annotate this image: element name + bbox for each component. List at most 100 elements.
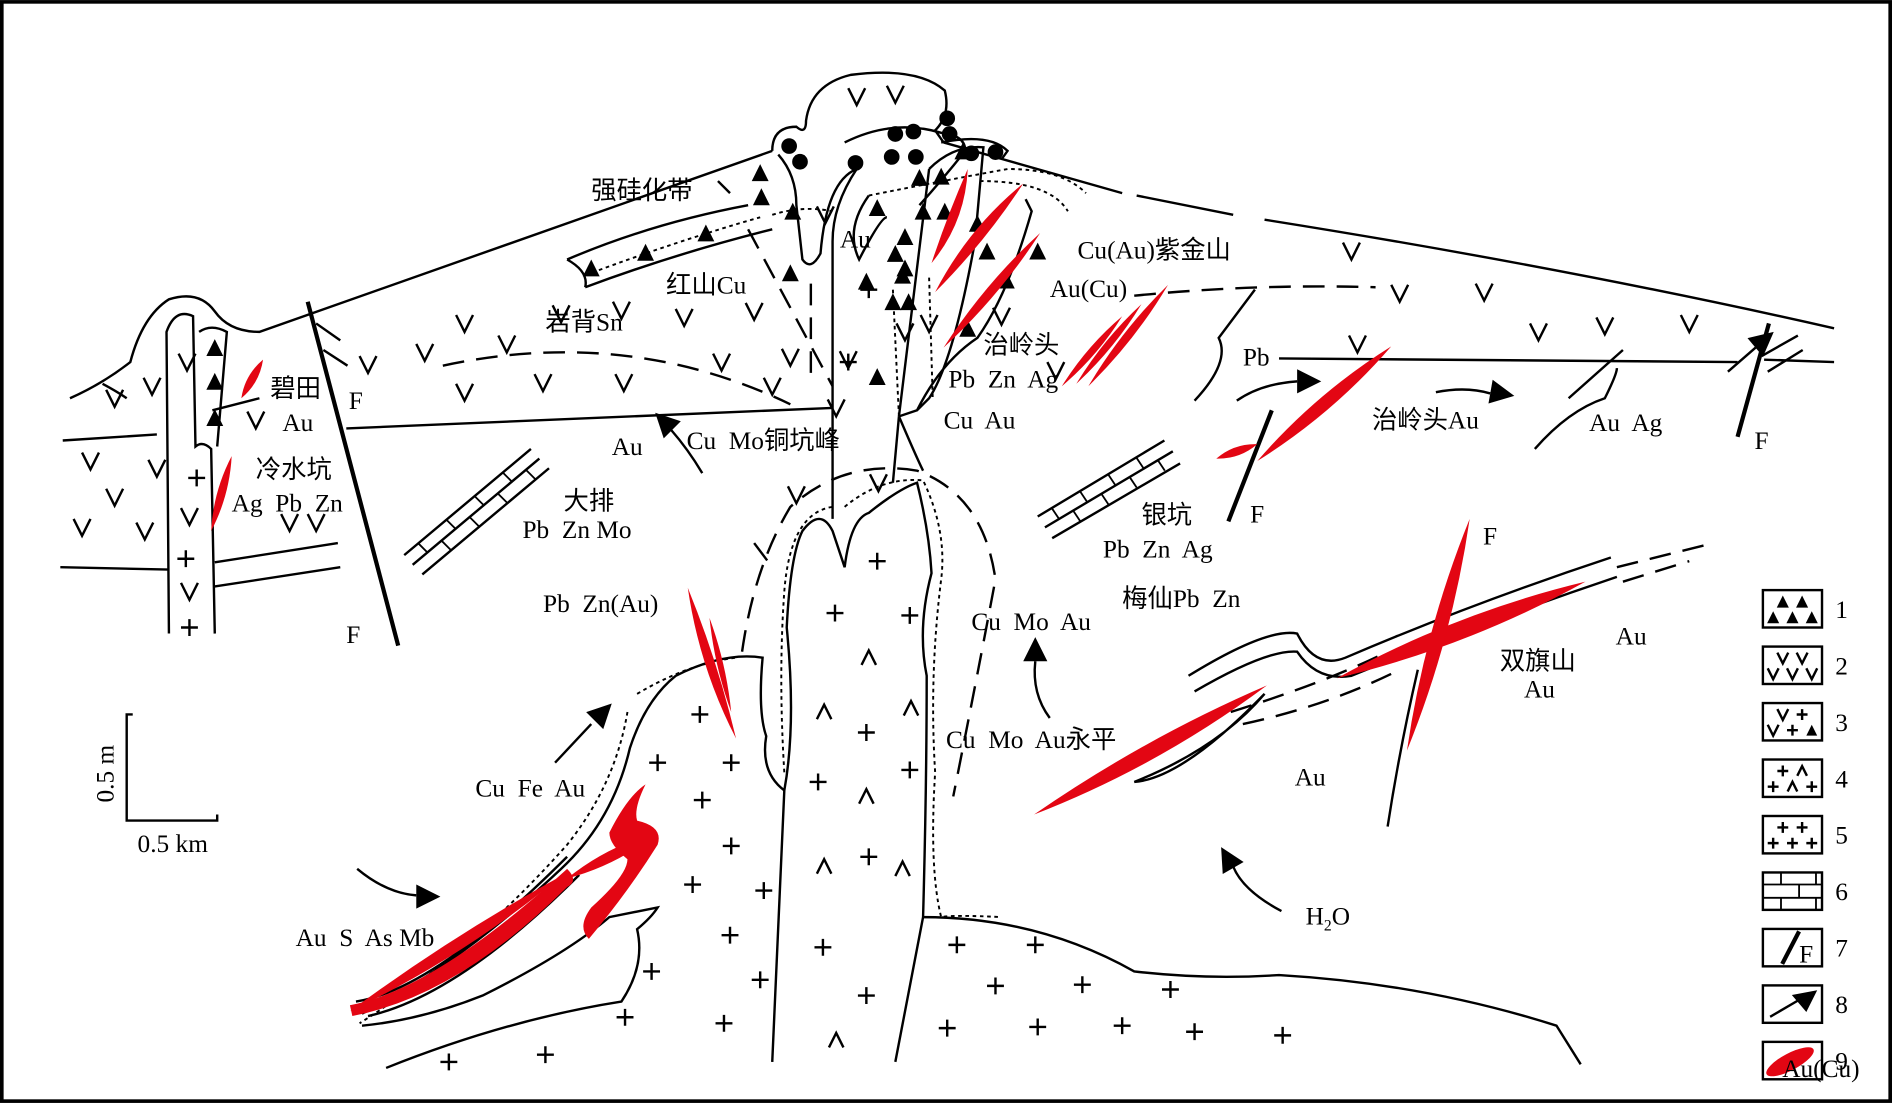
label-bitian-au: Au (282, 409, 313, 437)
legend-ore-text: Au(Cu) (1782, 1055, 1859, 1083)
legend-item-1: 1 (1761, 588, 1848, 629)
plus-symbol (649, 754, 667, 772)
v-symbol (533, 373, 553, 394)
caret-symbol (902, 698, 920, 717)
arrow-head-icon (1488, 379, 1515, 404)
plus-symbol (948, 936, 966, 954)
surface-left-hill (69, 149, 773, 400)
lithology-symbols (72, 85, 1699, 1071)
breccia-dot (907, 149, 924, 165)
v-symbol (674, 308, 694, 329)
v-symbol (358, 355, 378, 376)
v-symbol (142, 377, 162, 398)
v-symbol (1785, 667, 1799, 682)
legend-item-3: 3 (1761, 701, 1848, 742)
arrow-shaft (554, 723, 593, 764)
dashed-right-top (1134, 285, 1376, 297)
plus-symbol (809, 773, 827, 791)
orebody-lens (1061, 316, 1123, 387)
v-symbol (80, 452, 101, 473)
v-symbol (415, 343, 435, 364)
label-lengshuikeng: 冷水坑 (256, 456, 332, 484)
label-h2o: H2O (1306, 902, 1350, 934)
label-cu-fe-au: Cu Fe Au (475, 774, 585, 802)
legend-item-6: 6 (1761, 871, 1848, 912)
v-symbol (135, 522, 155, 543)
breccia-dot (847, 155, 864, 171)
legend-item-8: 8 (1761, 984, 1848, 1025)
shuangqi-dashes (1230, 541, 1714, 726)
breccia-dot (883, 149, 900, 165)
v-symbol (847, 87, 867, 108)
v-symbol (1528, 322, 1548, 344)
plus-symbol (1787, 724, 1798, 736)
v-symbol (1679, 314, 1699, 335)
plus-symbol (1777, 822, 1789, 833)
v-symbol (179, 507, 199, 528)
plus-symbol (826, 604, 844, 622)
legend-item-5: 5 (1761, 814, 1848, 855)
label-yongping: Cu Mo Au永平 (946, 726, 1116, 754)
label-bitian: 碧田 (270, 375, 321, 403)
plus-symbol (440, 1053, 458, 1071)
v-symbol (611, 301, 631, 322)
breccia-dot (781, 138, 797, 154)
limestone-brick (441, 540, 453, 552)
limestone-brick (1072, 509, 1082, 522)
plus-symbol (177, 550, 195, 568)
triangle-symbol (857, 272, 875, 290)
orebody-lens (211, 456, 232, 531)
breccia-dot (905, 123, 922, 140)
v-symbol (551, 304, 571, 325)
triangle-symbol (896, 228, 914, 246)
legend-number: 2 (1835, 652, 1848, 680)
central-stock (771, 481, 933, 1063)
triangle-symbol (896, 259, 914, 277)
orebody-icon (1766, 1047, 1814, 1077)
label-hongshan: 红山Cu (666, 271, 747, 299)
limestone-brick (473, 495, 485, 507)
fluid-arrows (356, 331, 1774, 913)
arrow-head-icon (416, 884, 441, 909)
limestone-brick (1079, 490, 1088, 503)
plus-symbol (1274, 1026, 1292, 1044)
plus-symbol (839, 353, 857, 371)
triangle-symbol (752, 188, 770, 206)
label-au-ag: Au Ag (1589, 409, 1663, 437)
orebody-lens (931, 168, 968, 264)
legend-fault-text: F (1799, 941, 1813, 969)
plus-symbol (180, 619, 198, 636)
limestone-brick (445, 519, 457, 531)
h2o-h: H (1306, 902, 1324, 930)
orebody-lens (1336, 581, 1586, 679)
legend-item-9: Au(Cu)9 (1761, 1040, 1860, 1083)
arrow-shaft (1232, 865, 1283, 913)
label-pb-zn-ag-upper: Pb Zn Ag (948, 365, 1058, 393)
volcanic-cap (771, 71, 948, 151)
layer-right (1279, 357, 1835, 364)
label-fault-left-bottom: F (346, 621, 360, 649)
left-dyke (165, 312, 216, 634)
fault-icon (1780, 930, 1801, 965)
triangle-symbol (206, 409, 224, 427)
plus-symbol (1073, 976, 1091, 994)
triangle-symbol (697, 224, 715, 242)
label-au-s-as-mb: Au S As Mb (296, 924, 435, 952)
dashed-boundary (442, 351, 791, 406)
arrow-shaft (1435, 388, 1491, 395)
orebody-lens (935, 183, 1024, 293)
plus-symbol (1806, 781, 1818, 793)
limestone-brick (502, 471, 514, 483)
limestone-brick (525, 469, 537, 481)
dyke-right (198, 326, 229, 447)
plus-symbol (1161, 981, 1179, 998)
plus-symbol (1806, 837, 1818, 849)
label-zhilingtou-au: 治岭头Au (1372, 406, 1479, 434)
label-cu-au: Cu Au (944, 406, 1016, 434)
v-symbol (895, 322, 915, 344)
triangle-symbol (914, 202, 932, 220)
v-symbol (147, 459, 167, 480)
